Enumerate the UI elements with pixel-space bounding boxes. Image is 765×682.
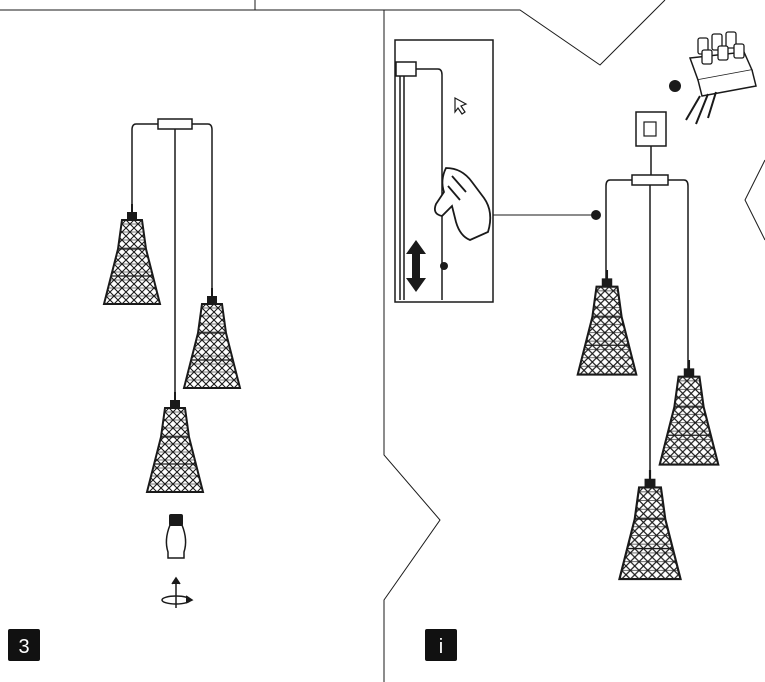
up-down-arrow-icon [406,240,426,292]
pendant-lamp-icon [183,288,241,389]
info-label: i [439,636,443,658]
pendant-lamp-icon [103,204,161,305]
right-pendant-assembly [576,111,720,581]
pendant-lamp-icon [618,470,682,581]
callout-line [493,210,601,220]
ceiling-canopy [131,118,213,400]
step-badge-3 [8,629,40,661]
step-badge-i [425,629,457,661]
pendant-lamp-icon [146,392,204,493]
cursor-arrow-icon [454,96,468,115]
junction-box [635,111,667,147]
step-number-label: 3 [18,636,29,658]
detail-inset [394,39,494,303]
light-bulb-icon [165,514,187,559]
screw-in-rotate-icon [161,576,194,608]
terminal-block-icon [669,31,757,125]
pendant-lamp-icon [658,360,720,466]
left-pendant-assembly [103,118,241,608]
hand-icon [433,167,492,241]
pendant-lamp-icon [576,270,638,376]
